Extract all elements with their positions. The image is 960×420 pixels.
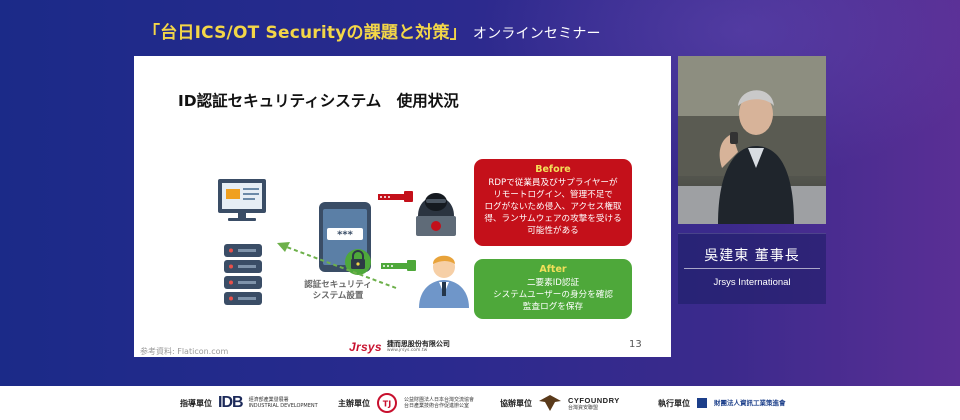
- before-box: Before RDPで従業員及びサプライヤーが リモートログイン、管理不足で ロ…: [474, 159, 632, 246]
- logo-url: www.jrsys.com.tw: [386, 347, 428, 353]
- executor-group: 執行單位 財團法人資訊工業策進會: [658, 386, 786, 420]
- eagle-logo-icon: [539, 395, 561, 411]
- advisor-label: 指導單位: [180, 398, 212, 408]
- presenter-video: [678, 56, 826, 224]
- before-heading: Before: [535, 164, 571, 175]
- nameplate-divider: [684, 268, 820, 269]
- sponsor-footer: 指導單位 IDB 經濟部產業發展署 INDUSTRIAL DEVELOPMENT…: [0, 386, 960, 420]
- after-line-3: 監査ログを保存: [522, 302, 584, 312]
- presenter-nameplate: 吳建東 董事長 Jrsys International: [678, 233, 826, 304]
- logo-company-name: 捷而思股份有限公司: [386, 339, 450, 348]
- after-line-2: システムユーザーの身分を確認: [493, 290, 613, 300]
- before-line-4: 得、ランサムウェアの攻撃を受ける: [484, 214, 622, 224]
- slide-title: ID認証セキュリティシステム 使用状況: [178, 92, 459, 110]
- presenter-image: [678, 56, 826, 224]
- organizer-text-1: 公益財團法人日本台灣交流協會: [404, 397, 475, 403]
- organizer-label: 主辦單位: [338, 398, 370, 408]
- after-heading: After: [539, 264, 567, 275]
- executor-label: 執行單位: [658, 398, 690, 408]
- before-line-3: ログがないため侵入、アクセス権取: [484, 202, 622, 212]
- computer-icon: [218, 179, 266, 221]
- advisor-logo: IDB: [218, 394, 244, 411]
- server-icon: [224, 244, 262, 305]
- before-line-5: 可能性がある: [527, 226, 579, 236]
- password-mask: ***: [337, 230, 353, 241]
- auth-system-label: 認証セキュリティ システム設置: [298, 280, 378, 302]
- auth-label-line2: システム設置: [312, 291, 364, 301]
- verified-password-icon: [381, 260, 416, 271]
- user-icon: [419, 255, 469, 308]
- after-line-1: 二要素ID認証: [526, 278, 580, 288]
- access-arrow: [283, 245, 397, 289]
- iii-logo-icon: [697, 398, 707, 408]
- slide-page-number: 13: [629, 339, 642, 350]
- presenter-org: Jrsys International: [713, 277, 791, 288]
- organizer-group: 主辦單位 TJ 公益財團法人日本台灣交流協會 台日產業技術合作促進辦公室: [338, 386, 474, 420]
- co-organizer-logo: CYFOUNDRY: [568, 395, 620, 405]
- before-line-1: RDPで従業員及びサプライヤーが: [488, 178, 618, 188]
- blocked-password-icon: [378, 191, 413, 202]
- slide-diagram: ***: [218, 179, 469, 308]
- presenter-name: 吳建東 董事長: [704, 248, 800, 264]
- hacker-icon: [416, 193, 456, 236]
- advisor-text-2: INDUSTRIAL DEVELOPMENT: [248, 403, 318, 409]
- company-logo: Jrsys 捷而思股份有限公司 www.jrsys.com.tw: [349, 340, 450, 354]
- co-organizer-group: 協辦單位 CYFOUNDRY 台灣資安聯盟: [500, 386, 620, 420]
- organizer-text-2: 台日產業技術合作促進辦公室: [404, 403, 470, 409]
- seminar-title: 「台日ICS/OT Securityの課題と対策」オンラインセミナー: [143, 18, 601, 43]
- presentation-slide: ID認証セキュリティシステム 使用状況: [134, 56, 671, 357]
- advisor-text-1: 經濟部產業發展署: [248, 397, 289, 403]
- svg-text:TJ: TJ: [383, 400, 391, 409]
- co-organizer-label: 協辦單位: [500, 398, 532, 408]
- slide-source: 参考資料: Flaticon.com: [140, 347, 229, 356]
- seminar-title-sub: オンラインセミナー: [472, 26, 601, 42]
- auth-label-line1: 認証セキュリティ: [304, 280, 372, 290]
- lock-icon: [345, 249, 371, 275]
- seminar-title-main: 「台日ICS/OT Securityの課題と対策」: [143, 23, 467, 43]
- tjpo-logo-icon: TJ: [377, 393, 397, 413]
- executor-text: 財團法人資訊工業策進會: [714, 399, 786, 407]
- before-line-2: リモートログイン、管理不足で: [493, 190, 613, 200]
- after-box: After 二要素ID認証 システムユーザーの身分を確認 監査ログを保存: [474, 259, 632, 319]
- co-organizer-text: 台灣資安聯盟: [568, 404, 599, 411]
- advisor-group: 指導單位 IDB 經濟部產業發展署 INDUSTRIAL DEVELOPMENT: [180, 386, 318, 420]
- logo-mark: Jrsys: [349, 340, 382, 354]
